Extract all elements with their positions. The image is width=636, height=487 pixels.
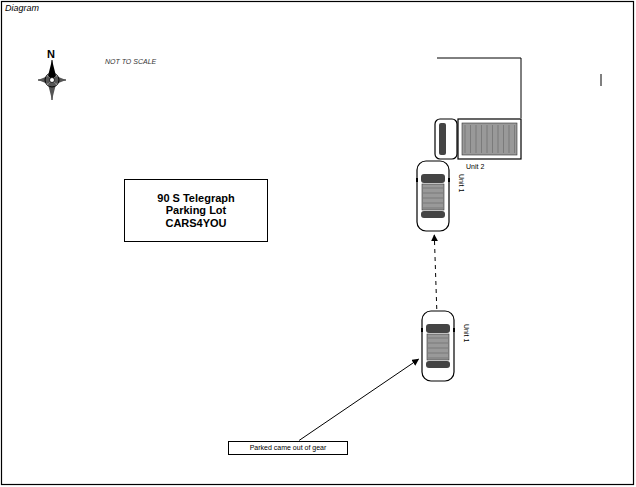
vehicle-icon [416, 160, 450, 232]
vehicle-unit: Unit 1 [421, 310, 455, 382]
unit-label: Unit 1 [463, 324, 470, 342]
callout-text: Parked came out of gear [250, 444, 327, 452]
vehicle-unit: Unit 2 [434, 118, 522, 160]
diagram-title: Diagram [5, 3, 39, 13]
vehicle-icon [434, 118, 522, 160]
unit-label: Unit 1 [458, 174, 465, 192]
tick-mark [601, 74, 602, 86]
leader-line [299, 359, 418, 440]
vehicle-icon [421, 310, 455, 382]
scale-note: NOT TO SCALE [105, 58, 156, 65]
vehicle-unit: Unit 1 [416, 160, 450, 232]
location-text: 90 S Telegraph Parking Lot CARS4YOU [149, 192, 243, 230]
callout-box: Parked came out of gear [228, 441, 348, 455]
unit-label: Unit 2 [466, 163, 484, 170]
north-label: N [47, 48, 55, 60]
compass-rose [38, 60, 66, 100]
location-box: 90 S Telegraph Parking Lot CARS4YOU [124, 179, 268, 242]
building-outline [437, 58, 521, 118]
motion-arrow [434, 235, 436, 309]
